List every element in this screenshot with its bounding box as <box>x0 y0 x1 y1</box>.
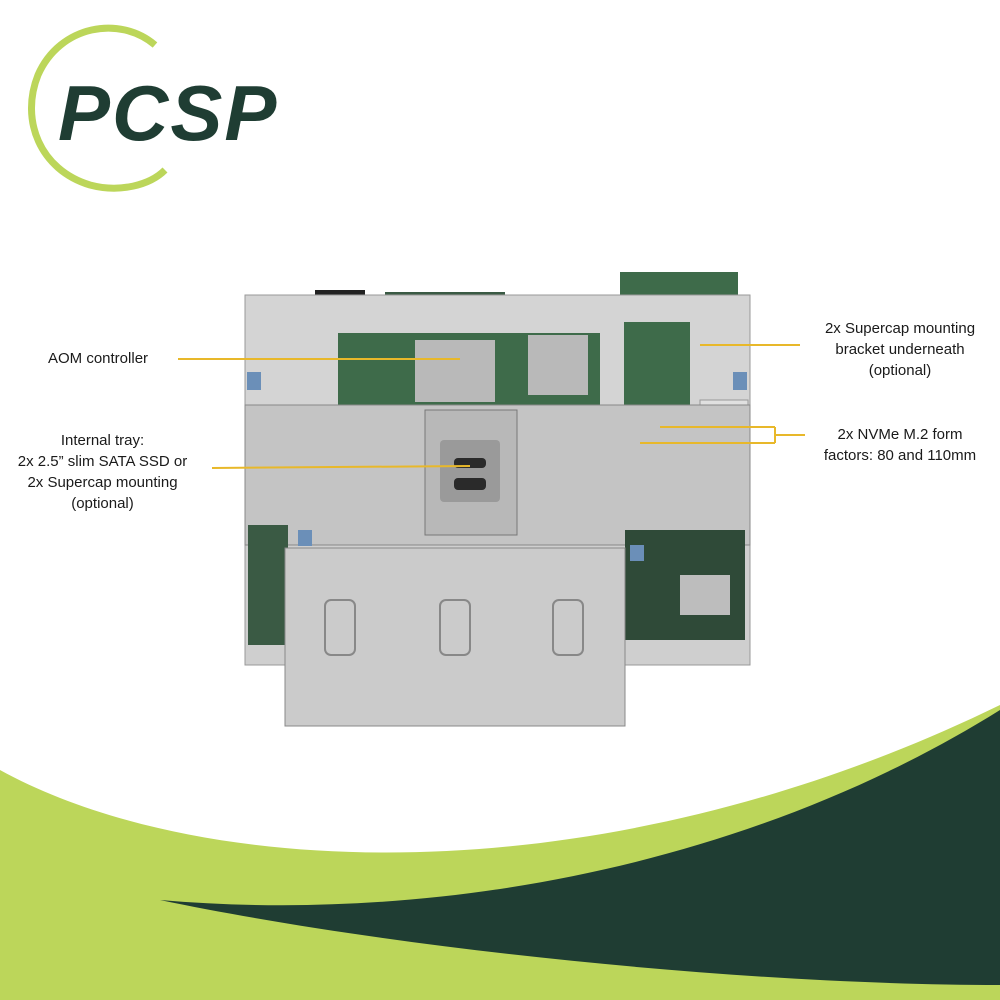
logo-wordmark: PCSP <box>58 69 278 157</box>
label-line: (optional) <box>71 495 134 512</box>
nvme-m2-label: 2x NVMe M.2 form factors: 80 and 110mm <box>800 424 1000 466</box>
label-line: 2x Supercap mounting <box>27 474 178 491</box>
label-line: 2x Supercap mounting <box>824 320 976 337</box>
label-line: AOM controller <box>48 350 149 367</box>
label-line: 2x NVMe M.2 form <box>837 426 963 443</box>
internal-tray-label: Internal tray: 2x 2.5” slim SATA SSD or … <box>0 430 205 514</box>
label-line: Internal tray: <box>60 432 145 449</box>
aom-controller-label: AOM controller <box>48 348 148 369</box>
label-line: factors: 80 and 110mm <box>823 447 977 464</box>
label-line: bracket underneath <box>835 341 965 358</box>
label-line: (optional) <box>868 362 932 379</box>
pcsp-logo: PCSP <box>28 24 278 192</box>
supercap-bracket-label: 2x Supercap mounting bracket underneath … <box>800 318 1000 381</box>
label-line: 2x 2.5” slim SATA SSD or <box>17 453 188 470</box>
